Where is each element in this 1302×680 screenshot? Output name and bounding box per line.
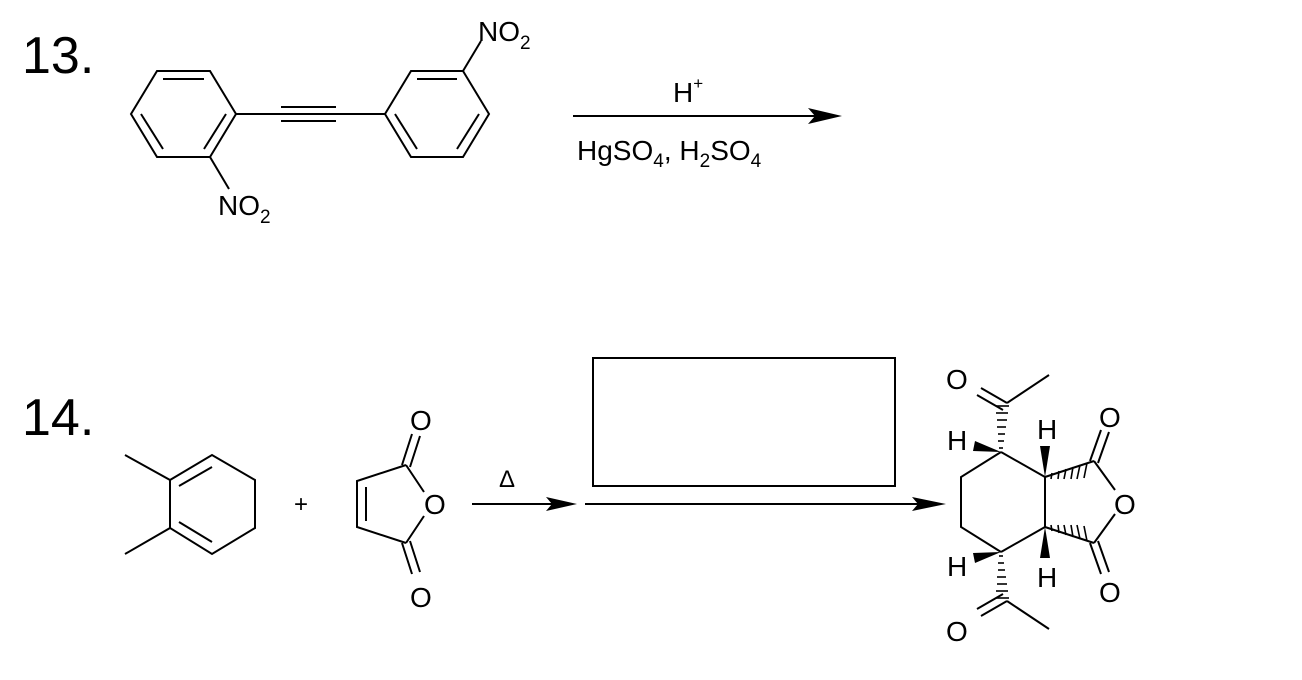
reactant-dinitro-diphenylacetylene xyxy=(129,40,491,190)
left-ring-double-bond-2 xyxy=(203,113,227,150)
anh-o-top: O xyxy=(1099,402,1121,433)
problem-number-13: 13. xyxy=(22,27,95,85)
wedge-h-bottom-right xyxy=(1040,527,1050,558)
wedge-h-top-right xyxy=(1040,446,1050,477)
ortho-nitro-bond xyxy=(209,156,230,190)
meta-nitro-bond xyxy=(462,40,482,72)
anhydride-o-top: O xyxy=(410,405,432,436)
product-hashed-wedges xyxy=(996,405,1088,599)
anhydride-o-ring: O xyxy=(424,489,446,520)
left-ring-double-bond-3 xyxy=(140,113,164,150)
anhydride-labels: O O O xyxy=(410,405,446,613)
product-arrow xyxy=(585,497,946,511)
answer-box[interactable] xyxy=(592,357,896,487)
h-top-left: H xyxy=(947,425,967,456)
h-top-right: H xyxy=(1037,414,1057,445)
diene-reactant xyxy=(124,453,256,556)
diene-double-bond-bottom xyxy=(178,521,213,543)
mercury-sulfate-reagent-label: HgSO4, H2SO4 xyxy=(577,135,762,172)
anh-o-ring: O xyxy=(1114,489,1136,520)
heat-arrow xyxy=(472,497,577,511)
right-benzene-ring xyxy=(383,70,491,158)
problem-number-14: 14. xyxy=(22,389,95,447)
reactant-13-labels: NO2 NO2 xyxy=(218,16,531,228)
right-ring-double-bond-3 xyxy=(394,113,418,150)
acid-catalyst-label: H+ xyxy=(673,74,703,108)
reagents-13: H+ HgSO4, H2SO4 xyxy=(577,74,762,172)
diene-double-bond-top xyxy=(178,466,213,487)
plus-sign: + xyxy=(294,491,308,518)
ketone-o-bottom: O xyxy=(946,616,968,647)
h-bottom-left: H xyxy=(947,551,967,582)
anhydride-o-bottom: O xyxy=(410,582,432,613)
nitro-bottom-label: NO2 xyxy=(218,190,271,228)
anh-o-bottom: O xyxy=(1099,577,1121,608)
wedge-h-top-left xyxy=(973,441,1001,452)
wedge-h-bottom-left xyxy=(973,552,1001,563)
product-solid-wedges xyxy=(973,441,1050,563)
h-bottom-right: H xyxy=(1037,562,1057,593)
bicyclic-product xyxy=(960,374,1116,630)
heat-symbol: Δ xyxy=(499,466,515,493)
right-ring-double-bond-2 xyxy=(456,113,480,150)
product-labels: O O O O O H H H H xyxy=(946,364,1136,647)
maleic-anhydride xyxy=(356,433,425,575)
nitro-top-label: NO2 xyxy=(478,16,531,54)
ketone-o-top: O xyxy=(946,364,968,395)
reaction-arrow-13 xyxy=(573,108,842,124)
left-benzene-ring xyxy=(129,70,238,158)
